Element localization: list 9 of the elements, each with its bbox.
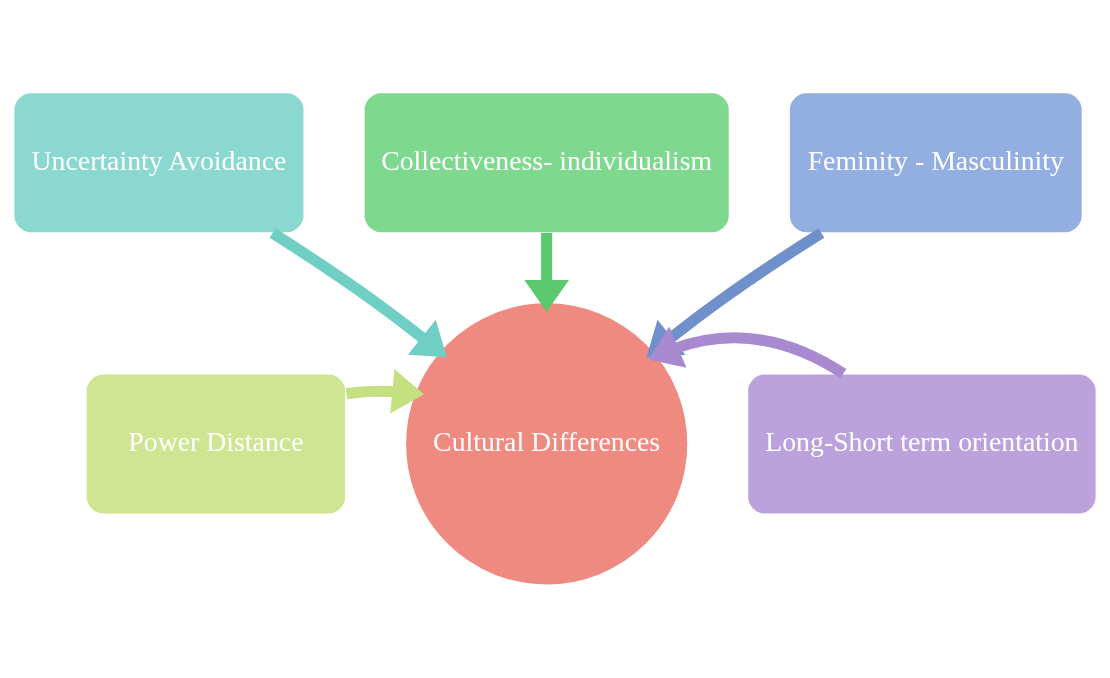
arrow: [648, 326, 847, 379]
node-box: Uncertainty Avoidance: [13, 91, 305, 234]
arrow: [269, 228, 447, 358]
arrow: [345, 369, 425, 414]
node-box: Collectiveness- individualism: [363, 91, 731, 234]
node-box: Long-Short term orientation: [746, 373, 1097, 515]
node-box: Feminity - Masculinity: [788, 91, 1084, 234]
node-box: Power Distance: [85, 373, 347, 515]
arrow: [524, 232, 570, 312]
